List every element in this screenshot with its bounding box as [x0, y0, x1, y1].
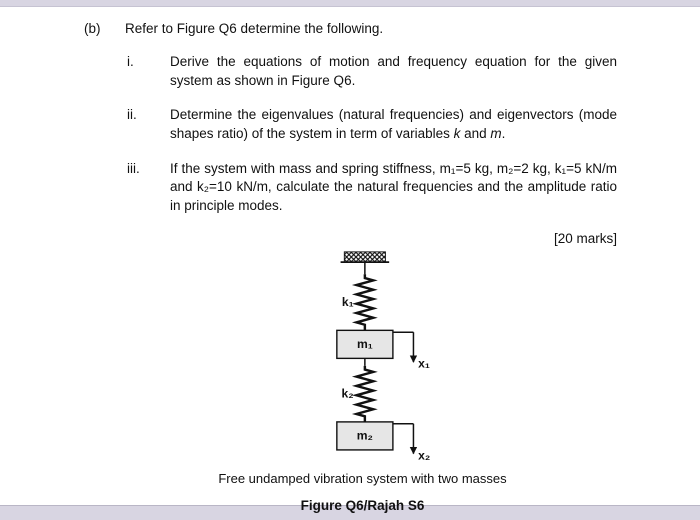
question-part-row: (b) Refer to Figure Q6 determine the fol…: [84, 21, 617, 36]
item-text-iii: If the system with mass and spring stiff…: [170, 160, 617, 213]
item-label-ii: ii.: [127, 107, 137, 123]
mass-m2: m₂: [335, 421, 394, 451]
spring-k2-label: k₂: [341, 387, 353, 401]
part-label: (b): [84, 21, 101, 36]
figure-title: Figure Q6/Rajah S6: [300, 498, 425, 514]
page-edge-band-top: [0, 0, 700, 7]
mass-m2-label: m₂: [356, 429, 372, 443]
question-item-i: i. Derive the equations of motion and fr…: [127, 53, 617, 90]
item-text-i: Derive the equations of motion and frequ…: [170, 54, 617, 88]
question-item-ii: ii. Determine the eigenvalues (natural f…: [127, 106, 617, 143]
displacement-x2: x₂: [392, 423, 430, 463]
marks-label: [20 marks]: [553, 231, 617, 247]
item-ii-var-m: m: [490, 125, 502, 141]
item-label-i: i.: [127, 54, 134, 69]
mass-m1-label: m₁: [356, 337, 372, 351]
fixed-support-icon: [340, 251, 389, 275]
question-content: (b) Refer to Figure Q6 determine the fol…: [0, 7, 700, 513]
question-item-iii: iii. If the system with mass and spring …: [127, 160, 617, 216]
displacement-x1: x₁: [392, 331, 430, 371]
displacement-x2-label: x₂: [418, 449, 430, 463]
spring-k1: k₁: [341, 274, 378, 331]
figure-q6: k₁ m₁ x₁ k₂: [84, 250, 617, 513]
two-mass-spring-diagram: k₁ m₁ x₁ k₂: [335, 251, 430, 463]
item-ii-var-k: k: [453, 125, 461, 141]
spring-k2: k₂: [341, 366, 378, 423]
item-text-ii: Determine the eigenvalues (natural frequ…: [170, 106, 617, 143]
displacement-x1-label: x₁: [418, 357, 430, 371]
question-intro: Refer to Figure Q6 determine the followi…: [125, 21, 384, 36]
item-label-iii: iii.: [127, 160, 140, 176]
item-ii-text-mid: and: [460, 125, 491, 141]
item-ii-text-post: .: [501, 125, 506, 141]
page-edge-band-bottom: [0, 505, 700, 520]
mass-m1: m₁: [335, 330, 394, 360]
figure-caption: Free undamped vibration system with two …: [218, 471, 507, 487]
spring-k1-label: k₁: [341, 295, 353, 309]
item-ii-text-pre: Determine the eigenvalues (natural frequ…: [170, 107, 617, 141]
